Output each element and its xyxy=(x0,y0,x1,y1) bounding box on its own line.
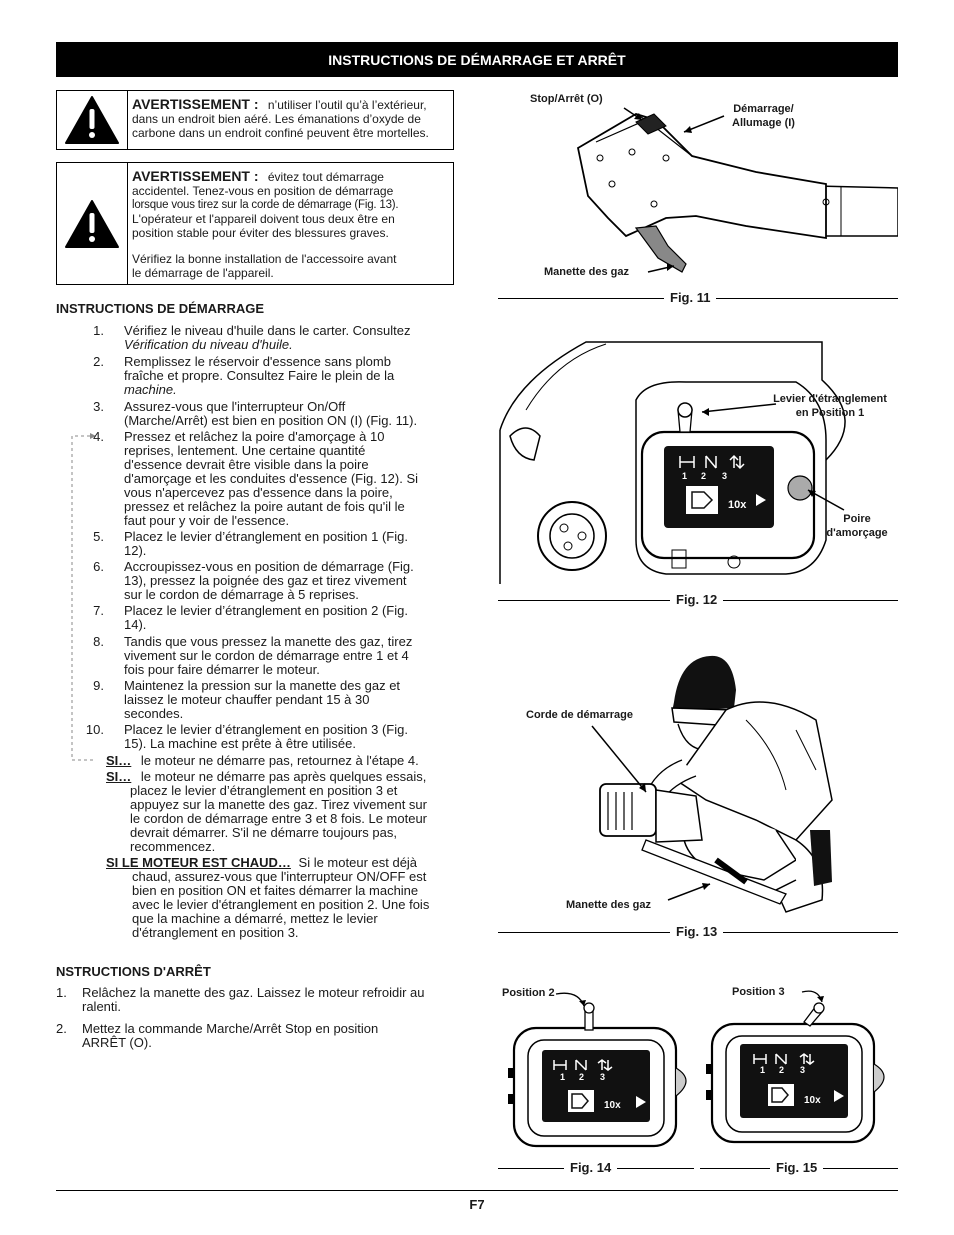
stop-heading: NSTRUCTIONS D'ARRÊT xyxy=(56,964,211,979)
section-header: INSTRUCTIONS DE DÉMARRAGE ET ARRÊT xyxy=(56,42,898,77)
warning-line: dans un endroit bien aéré. Les émanation… xyxy=(132,112,421,126)
warning-note-line: Vérifiez la bonne installation de l'acce… xyxy=(132,252,397,266)
label-throttle: Manette des gaz xyxy=(566,899,651,911)
warning-line: position stable pour éviter des blessure… xyxy=(132,226,389,240)
panel-count: 10x xyxy=(728,499,747,511)
warning-title: AVERTISSEMENT : xyxy=(132,168,259,184)
footer-rule xyxy=(56,1190,898,1191)
label-position: Position 3 xyxy=(732,986,785,998)
choke-position-2-illustration xyxy=(508,992,687,1148)
label-primer: Poire d'amorçage xyxy=(826,513,888,539)
warning-box-start: AVERTISSEMENT : évitez tout démarrage ac… xyxy=(56,162,454,285)
label-choke: Levier d'étranglement en Position 1 xyxy=(773,393,887,419)
figure-caption: Fig. 11 xyxy=(664,290,717,305)
warning-line: n’utiliser l’outil qu’à l’extérieur, xyxy=(267,98,427,112)
figure-caption: Fig. 12 xyxy=(670,592,724,607)
panel-count: 10x xyxy=(804,1095,821,1106)
hot-engine-note: SI LE MOTEUR EST CHAUD… Si le moteur est… xyxy=(106,855,430,940)
warning-note-line: le démarrage de l'appareil. xyxy=(132,266,274,280)
operator-starting-illustration xyxy=(591,655,833,913)
warning-box-outdoor: AVERTISSEMENT : n’utiliser l’outil qu’à … xyxy=(56,90,454,150)
page-number: F7 xyxy=(469,1197,485,1212)
warning-line: lorsque vous tirez sur la corde de démar… xyxy=(132,199,399,211)
warning-icon-cell xyxy=(57,91,128,149)
label-position: Position 2 xyxy=(502,987,555,999)
warning-line: carbone dans un endroit confiné peuvent … xyxy=(132,126,429,140)
stop-steps-list: 1. Relâchez la manette des gaz. Laissez … xyxy=(56,985,425,1050)
warning-line: évitez tout démarrage xyxy=(267,170,384,184)
warning-icon-cell xyxy=(57,163,128,284)
troubleshoot-item: SI… le moteur ne démarre pas, retournez … xyxy=(106,753,419,768)
start-steps-list: 1. Vérifiez le niveau d'huile dans le ca… xyxy=(76,324,476,954)
figure-caption: Fig. 15 xyxy=(770,1160,824,1175)
start-heading: INSTRUCTIONS DE DÉMARRAGE xyxy=(56,301,265,316)
warning-line: L'opérateur et l'appareil doivent tous d… xyxy=(132,212,395,226)
warning-title: AVERTISSEMENT : xyxy=(132,96,259,112)
label-start: Démarrage/ Allumage (I) xyxy=(732,103,795,129)
warning-triangle-icon xyxy=(65,96,119,144)
warning-triangle-icon xyxy=(65,199,119,248)
figure-13: Corde de démarrage Manette des gaz Fig. … xyxy=(496,650,898,946)
dashed-bracket xyxy=(71,433,96,761)
label-cord: Corde de démarrage xyxy=(526,709,633,721)
choke-position-3-illustration xyxy=(706,990,885,1144)
handle-illustration xyxy=(576,107,899,273)
figure-caption: Fig. 14 xyxy=(564,1160,618,1175)
label-stop: Stop/Arrêt (O) xyxy=(530,93,603,105)
troubleshoot-item: SI… le moteur ne démarre pas après quelq… xyxy=(106,769,428,854)
panel-count: 10x xyxy=(604,1100,621,1111)
figure-caption: Fig. 13 xyxy=(670,924,724,939)
warning-line: accidentel. Tenez-vous en position de dé… xyxy=(132,184,394,198)
figure-11: Stop/Arrêt (O) Démarrage/ Allumage (I) M… xyxy=(496,86,899,310)
label-throttle: Manette des gaz xyxy=(544,266,629,278)
engine-choke-illustration xyxy=(499,341,846,584)
